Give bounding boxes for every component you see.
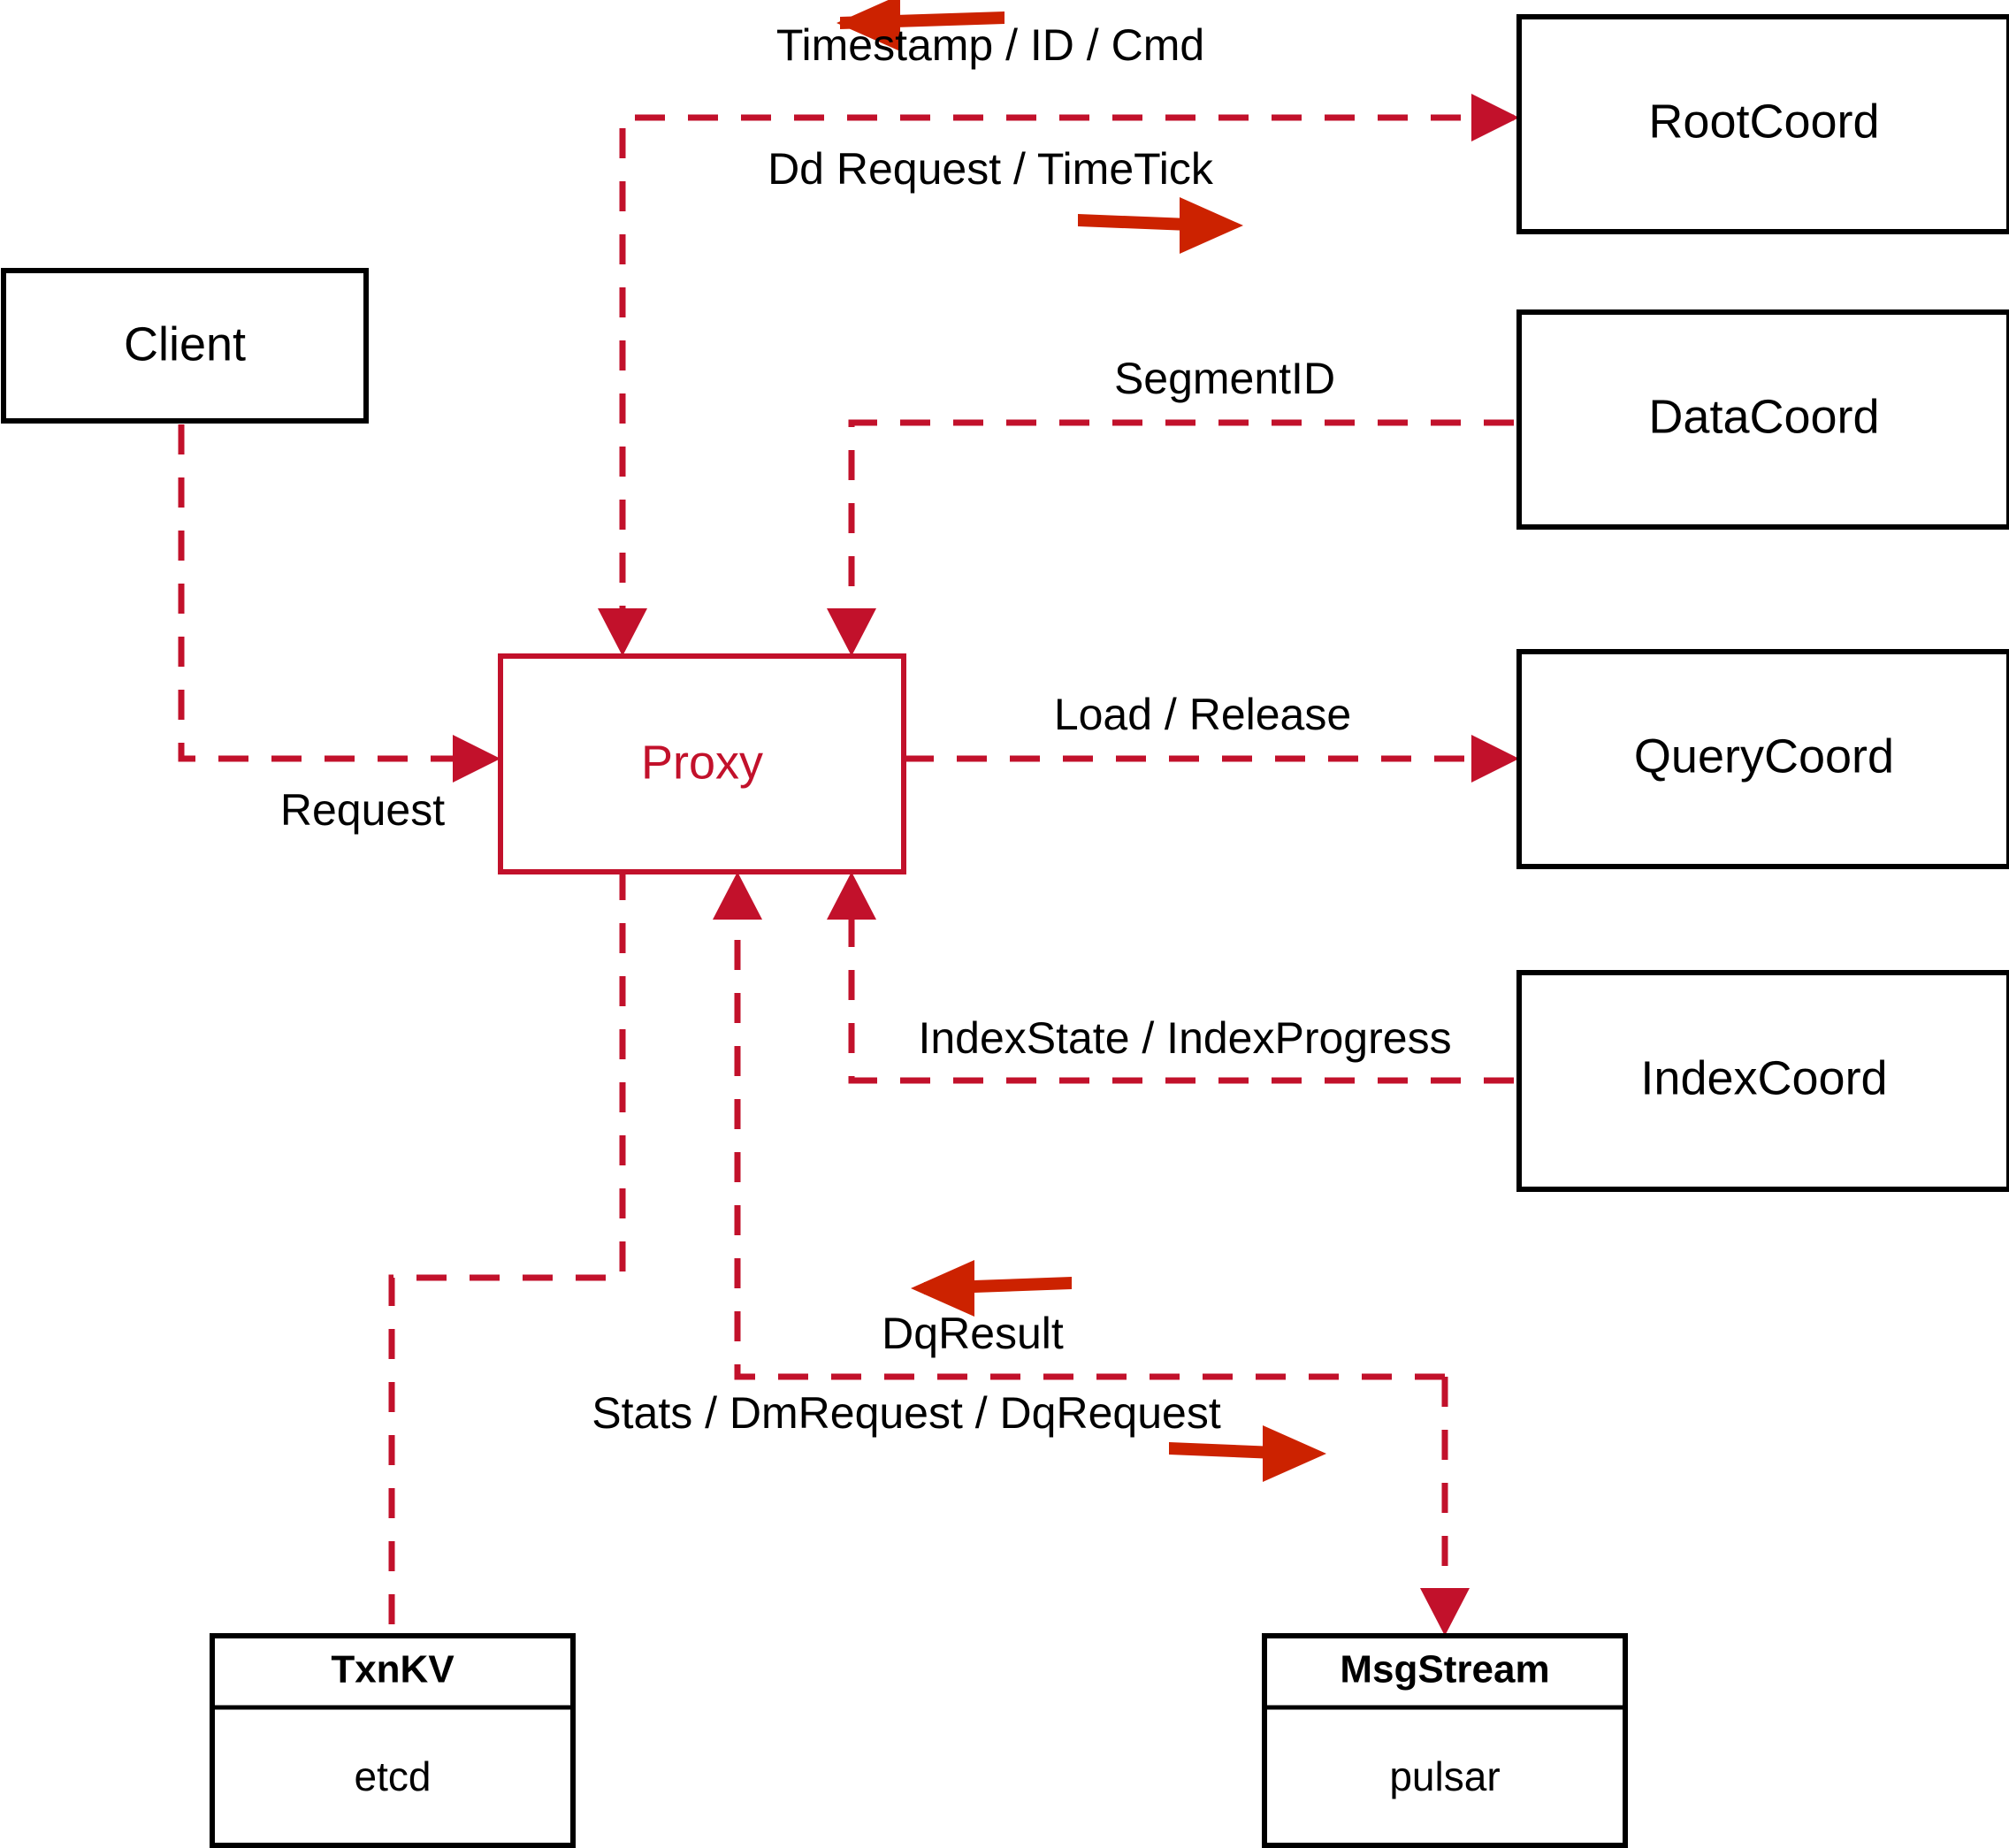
- direction-arrow-timestamp-left: [836, 0, 1004, 51]
- node-client-label: Client: [124, 317, 246, 370]
- node-querycoord[interactable]: QueryCoord: [1516, 649, 2009, 869]
- node-rootcoord-label: RootCoord: [1648, 95, 1879, 148]
- edge-client-request: [178, 424, 500, 783]
- direction-arrow-dmrequest-right: [1169, 1425, 1326, 1482]
- edge-proxy-txnkv: [388, 870, 626, 1636]
- edge-rootcoord-request: [1471, 94, 1519, 141]
- arrowhead-up: [713, 872, 762, 920]
- node-proxy-label: Proxy: [641, 736, 763, 789]
- node-indexcoord-label: IndexCoord: [1640, 1051, 1887, 1104]
- edge-label-dmrequest: Stats / DmRequest / DqRequest: [592, 1388, 1221, 1438]
- node-querycoord-label: QueryCoord: [1634, 729, 1894, 783]
- arrowhead-right: [1471, 94, 1519, 141]
- edge-msgstream-request: [1420, 1377, 1470, 1636]
- node-indexcoord[interactable]: IndexCoord: [1516, 970, 2009, 1192]
- node-msgstream-impl: pulsar: [1389, 1753, 1500, 1799]
- node-txnkv-impl: etcd: [355, 1753, 432, 1799]
- direction-arrow-dqresult-left: [911, 1260, 1072, 1317]
- direction-arrow-ddrequest-right: [1078, 197, 1243, 254]
- edge-label-indexstate: IndexState / IndexProgress: [918, 1013, 1451, 1063]
- node-datacoord-label: DataCoord: [1648, 390, 1879, 443]
- node-txnkv-title: TxnKV: [331, 1648, 455, 1691]
- edge-msgstream-dqresult: [713, 872, 1445, 1380]
- arrowhead-up: [827, 872, 876, 920]
- node-rootcoord[interactable]: RootCoord: [1516, 14, 2009, 234]
- node-msgstream-title: MsgStream: [1340, 1648, 1549, 1691]
- arrowhead-right: [453, 735, 500, 783]
- node-datacoord[interactable]: DataCoord: [1516, 309, 2009, 530]
- arrowhead-down: [598, 608, 647, 656]
- edge-indexcoord-state: [827, 872, 1514, 1084]
- edge-label-request: Request: [280, 785, 445, 835]
- edge-datacoord-segmentid: [827, 419, 1514, 656]
- arrowhead-down: [1420, 1588, 1470, 1636]
- node-proxy[interactable]: Proxy: [498, 653, 906, 874]
- arrowhead-right: [1471, 735, 1519, 783]
- node-msgstream[interactable]: MsgStream pulsar: [1262, 1633, 1628, 1848]
- edge-label-ddrequest: Dd Request / TimeTick: [768, 144, 1214, 194]
- node-txnkv[interactable]: TxnKV etcd: [210, 1633, 576, 1848]
- edge-label-timestamp: Timestamp / ID / Cmd: [776, 20, 1204, 70]
- node-client[interactable]: Client: [1, 268, 369, 424]
- arrowhead-down: [827, 608, 876, 656]
- edge-label-dqresult: DqResult: [882, 1309, 1064, 1358]
- edge-rootcoord-response: [598, 114, 1514, 656]
- edge-label-segmentid: SegmentID: [1114, 354, 1335, 403]
- edge-label-loadrelease: Load / Release: [1054, 690, 1351, 739]
- edge-querycoord-load: [904, 735, 1519, 783]
